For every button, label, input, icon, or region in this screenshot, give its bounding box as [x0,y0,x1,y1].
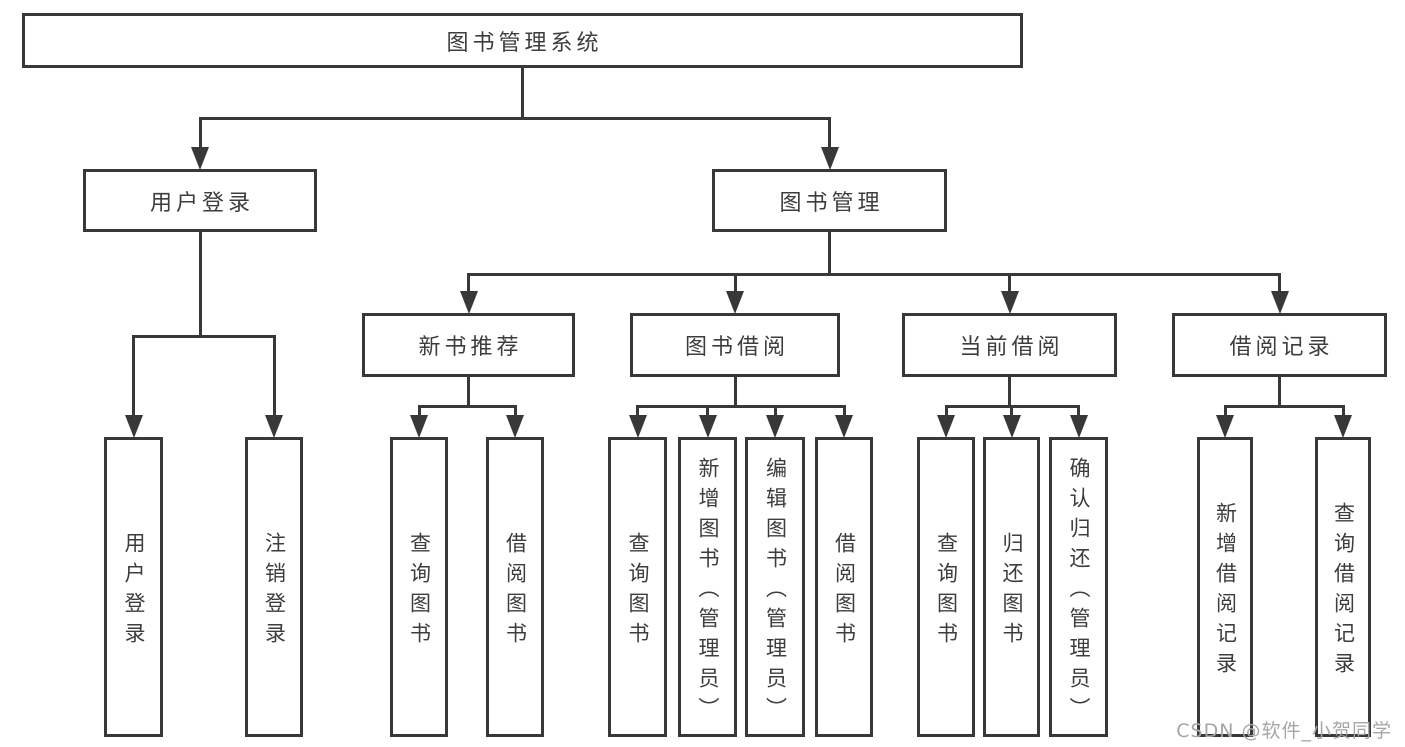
node-login: 用户登录 [104,437,163,737]
node-book-borrow-label: 图书借阅 [684,335,789,360]
node-borrow-records-label: 借阅记录 [1229,335,1334,360]
arrow-down-icon [1270,291,1289,314]
node-logout-label: 注销登录 [262,531,287,652]
node-cb-confirm-return: 确认归还（管理员） [1049,437,1108,737]
connector-line [944,405,1080,408]
node-rec-borrow-book-label: 借阅图书 [503,531,528,652]
arrow-down-icon [937,415,955,438]
connector-line [198,117,831,120]
node-br-query-record-label: 查询借阅记录 [1331,501,1356,682]
node-cb-query-book: 查询图书 [917,437,975,737]
arrow-down-icon [1216,415,1234,438]
connector-line [198,232,202,338]
arrow-down-icon [820,147,839,170]
node-borrow-records: 借阅记录 [1172,313,1387,377]
connector-line [1077,405,1080,416]
connector-line [417,405,421,416]
connector-line [513,405,517,416]
node-bb-add-book-label: 新增图书（管理员） [696,456,720,727]
node-rec-query-book: 查询图书 [390,437,448,737]
node-logout: 注销登录 [245,437,303,737]
arrow-down-icon [835,415,853,438]
connector-line [706,405,709,416]
node-book-borrow: 图书借阅 [630,313,840,377]
node-bb-edit-book: 编辑图书（管理员） [745,437,805,737]
arrow-down-icon [766,415,784,438]
node-cb-return-book-label: 归还图书 [1000,531,1024,652]
arrow-down-icon [1002,415,1021,438]
node-bb-borrow-book: 借阅图书 [815,437,873,737]
node-bb-query-book: 查询图书 [608,437,667,737]
connector-line [198,117,202,148]
node-br-add-record-label: 新增借阅记录 [1213,501,1238,682]
node-new-book-rec: 新书推荐 [362,313,575,377]
arrow-down-icon [410,415,428,438]
connector-line [636,405,639,416]
arrow-down-icon [459,291,478,314]
connector-line [1008,377,1011,408]
connector-line [132,335,135,416]
node-rec-borrow-book: 借阅图书 [486,437,544,737]
connector-line [773,405,777,416]
node-login-label: 用户登录 [122,531,146,652]
node-br-query-record: 查询借阅记录 [1315,437,1371,737]
connector-line [733,377,737,408]
node-book-mgmt-label: 图书管理 [779,190,884,216]
node-root-label: 图书管理系统 [446,30,603,56]
node-book-mgmt: 图书管理 [712,169,947,232]
connector-line [1278,273,1281,292]
node-cb-confirm-return-label: 确认归还（管理员） [1067,456,1091,727]
node-current-borrow-label: 当前借阅 [959,335,1064,360]
arrow-down-icon [698,415,717,438]
connector-line [636,405,846,408]
connector-line [521,68,524,120]
node-cb-query-book-label: 查询图书 [934,531,959,652]
connector-line [1278,377,1281,408]
watermark: CSDN @软件_小贺同学 [1176,720,1392,742]
connector-line [1010,405,1013,416]
arrow-down-icon [726,291,744,314]
arrow-down-icon [265,415,283,438]
connector-line [1008,273,1011,292]
connector-line [828,117,831,148]
arrow-down-icon [506,415,524,438]
node-bb-query-book-label: 查询图书 [626,531,650,652]
connector-line [1223,405,1227,416]
arrow-down-icon [1000,291,1019,314]
connector-line [467,377,470,408]
connector-line [1341,405,1345,416]
connector-line [467,273,1281,276]
node-current-borrow: 当前借阅 [902,313,1117,377]
connector-line [842,405,846,416]
connector-line [417,405,517,408]
connector-line [132,335,276,338]
arrow-down-icon [628,415,647,438]
node-bb-add-book: 新增图书（管理员） [678,437,737,737]
node-br-add-record: 新增借阅记录 [1197,437,1253,737]
node-root: 图书管理系统 [22,13,1023,68]
node-rec-query-book-label: 查询图书 [407,531,432,652]
arrow-down-icon [1069,415,1088,438]
connector-line [944,405,948,416]
connector-line [828,232,831,276]
node-cb-return-book: 归还图书 [983,437,1040,737]
arrow-down-icon [1334,415,1352,438]
arrow-down-icon [191,147,209,170]
connector-line [467,273,470,292]
node-user-login: 用户登录 [83,169,317,232]
connector-line [272,335,276,416]
node-bb-borrow-book-label: 借阅图书 [832,531,857,652]
connector-line [1223,405,1345,408]
arrow-down-icon [124,415,143,438]
node-bb-edit-book-label: 编辑图书（管理员） [763,456,788,727]
node-new-book-rec-label: 新书推荐 [418,335,523,360]
connector-line [733,273,737,292]
node-user-login-label: 用户登录 [149,190,254,216]
